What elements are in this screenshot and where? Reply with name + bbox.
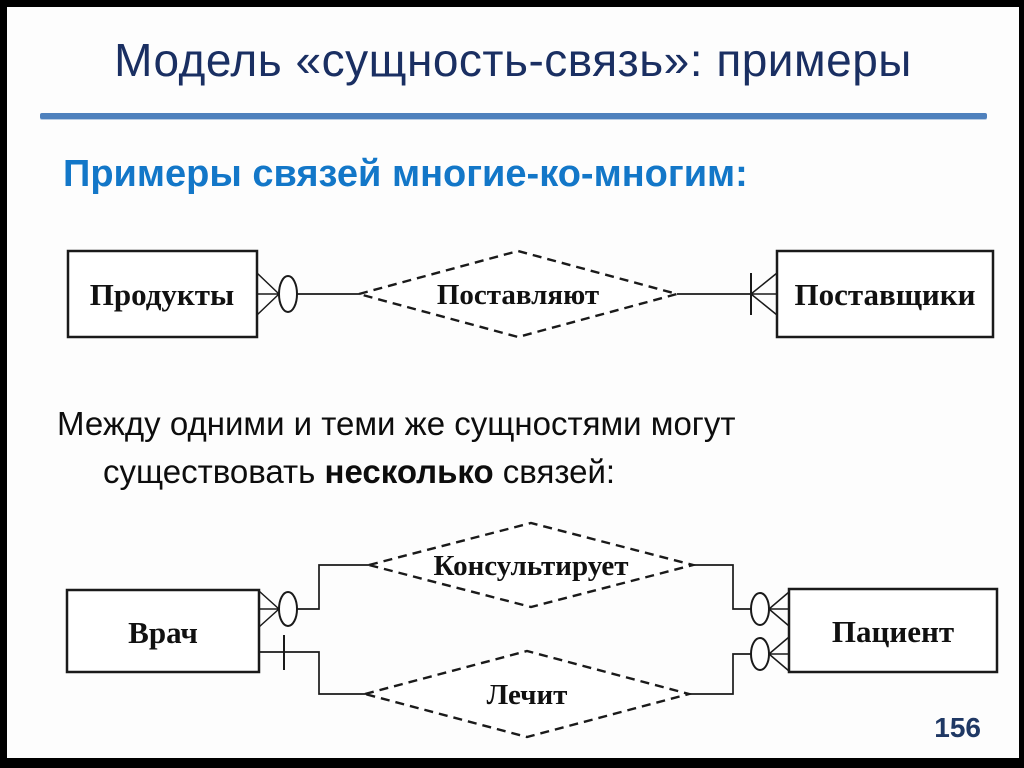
optionality-oval-icon — [278, 275, 298, 313]
er-diagram-many-to-many: Продукты Поставляют Поставщики — [66, 249, 995, 339]
crow-foot-icon — [750, 272, 778, 316]
er-diagram-multiple-relationships: Врач Консультирует Лечит Па — [65, 521, 999, 739]
relationship-diamond — [354, 249, 682, 339]
crow-foot-icon — [258, 590, 280, 628]
body-text-line-2: существовать несколько связей: — [103, 453, 615, 491]
relationship-consults: Консультирует — [364, 521, 698, 609]
entity-products: Продукты — [66, 249, 259, 339]
optionality-oval-icon — [750, 637, 770, 671]
entity-patient: Пациент — [787, 587, 999, 674]
relationship-supply: Поставляют — [354, 249, 682, 339]
crow-foot-icon — [768, 591, 790, 627]
entity-label: Врач — [128, 615, 198, 650]
crow-foot-icon — [768, 636, 790, 672]
entity-suppliers: Поставщики — [775, 249, 995, 339]
connector-line — [693, 564, 751, 610]
relationship-label: Консультирует — [434, 550, 629, 582]
page-number: 156 — [934, 712, 981, 743]
entity-label: Поставщики — [795, 277, 976, 312]
entity-label: Пациент — [832, 614, 954, 649]
slide-subtitle: Примеры связей многие-ко-многим: — [63, 153, 748, 195]
connector-line — [689, 653, 751, 695]
body-text-line-1: Между одними и теми же сущностями могут — [57, 405, 736, 442]
entity-label: Продукты — [90, 277, 234, 312]
connector-line — [259, 651, 365, 695]
crow-foot-icon — [256, 272, 280, 316]
entity-box — [65, 588, 261, 674]
slide: Модель «сущность-связь»: примеры Примеры… — [7, 7, 1019, 758]
body-text-bold-word: несколько — [324, 453, 494, 490]
connector-line — [297, 564, 369, 610]
title-divider-rule — [40, 113, 987, 119]
slide-title: Модель «сущность-связь»: примеры — [114, 34, 912, 86]
optionality-oval-icon — [750, 592, 770, 626]
optionality-oval-icon — [278, 591, 298, 627]
entity-box — [775, 249, 995, 339]
relationship-label: Поставляют — [437, 279, 599, 311]
body-text-suffix: связей: — [493, 453, 616, 490]
entity-doctor: Врач — [65, 588, 261, 674]
entity-box — [66, 249, 259, 339]
relationship-treats: Лечит — [360, 649, 694, 739]
entity-box — [787, 587, 999, 674]
body-text-prefix: существовать — [103, 453, 325, 490]
relationship-label: Лечит — [487, 679, 568, 711]
